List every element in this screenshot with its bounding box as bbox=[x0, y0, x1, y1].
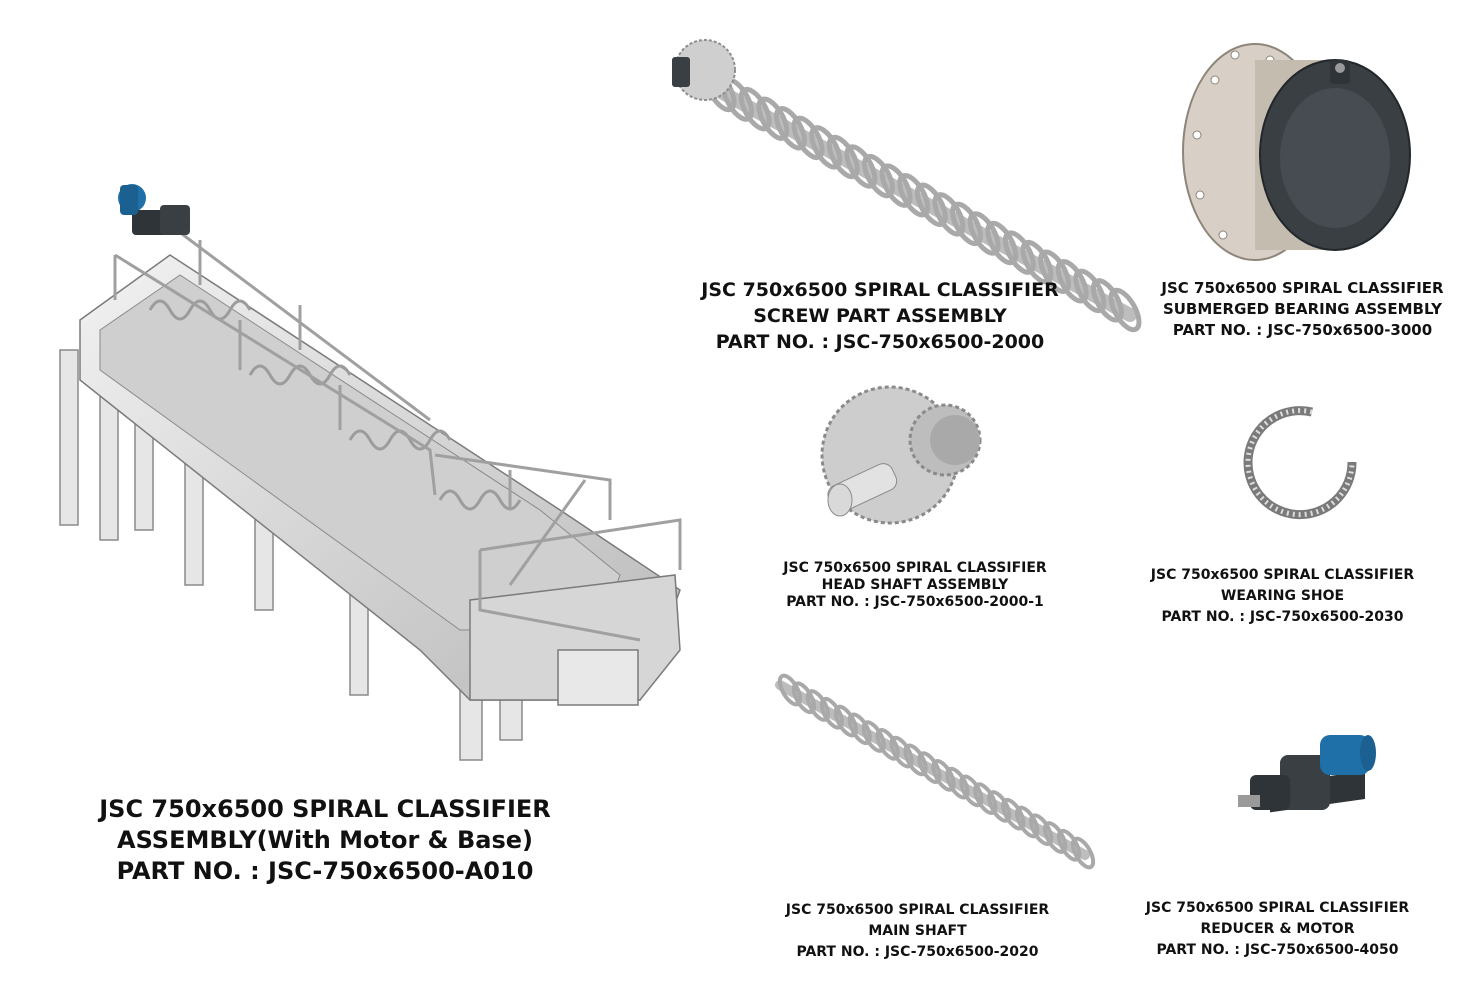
caption-line: HEAD SHAFT ASSEMBLY bbox=[821, 577, 1009, 593]
screw-assembly-caption: JSC 750x6500 SPIRAL CLASSIFIER SCREW PAR… bbox=[665, 277, 1095, 355]
caption-line: JSC 750x6500 SPIRAL CLASSIFIER bbox=[99, 795, 551, 823]
caption-part-number: PART NO. : JSC-750x6500-2000 bbox=[715, 331, 1045, 353]
caption-line: MAIN SHAFT bbox=[868, 923, 967, 939]
caption-line: JSC 750x6500 SPIRAL CLASSIFIER bbox=[1161, 279, 1444, 297]
main-shaft-caption: JSC 750x6500 SPIRAL CLASSIFIER MAIN SHAF… bbox=[750, 900, 1085, 963]
bearing-assembly-caption: JSC 750x6500 SPIRAL CLASSIFIER SUBMERGED… bbox=[1130, 278, 1475, 341]
reducer-motor-illustration bbox=[1238, 735, 1376, 813]
main-shaft-illustration bbox=[775, 673, 1096, 870]
caption-part-number: PART NO. : JSC-750x6500-A010 bbox=[116, 857, 534, 885]
head-shaft-caption: JSC 750x6500 SPIRAL CLASSIFIER HEAD SHAF… bbox=[740, 560, 1090, 611]
caption-line: REDUCER & MOTOR bbox=[1200, 921, 1355, 937]
wearing-shoe-illustration bbox=[1243, 406, 1357, 520]
wearing-shoe-caption: JSC 750x6500 SPIRAL CLASSIFIER WEARING S… bbox=[1120, 565, 1445, 628]
screw-flight bbox=[1108, 287, 1142, 333]
reducer-motor-caption: JSC 750x6500 SPIRAL CLASSIFIER REDUCER &… bbox=[1110, 898, 1445, 961]
caption-line: JSC 750x6500 SPIRAL CLASSIFIER bbox=[783, 560, 1047, 576]
caption-line: SUBMERGED BEARING ASSEMBLY bbox=[1162, 300, 1443, 318]
screw-flight bbox=[1070, 836, 1096, 870]
main-assembly-caption: JSC 750x6500 SPIRAL CLASSIFIER ASSEMBLY(… bbox=[40, 794, 610, 887]
caption-part-number: PART NO. : JSC-750x6500-4050 bbox=[1156, 942, 1399, 958]
caption-part-number: PART NO. : JSC-750x6500-2020 bbox=[796, 944, 1039, 960]
caption-line: JSC 750x6500 SPIRAL CLASSIFIER bbox=[1145, 900, 1410, 916]
caption-line: WEARING SHOE bbox=[1220, 588, 1345, 604]
caption-line: SCREW PART ASSEMBLY bbox=[753, 305, 1007, 327]
caption-line: JSC 750x6500 SPIRAL CLASSIFIER bbox=[701, 279, 1059, 301]
screw-part-assembly-illustration bbox=[672, 39, 1142, 333]
caption-line: ASSEMBLY(With Motor & Base) bbox=[117, 826, 533, 854]
head-shaft-assembly-illustration bbox=[820, 385, 982, 525]
caption-line: JSC 750x6500 SPIRAL CLASSIFIER bbox=[785, 902, 1050, 918]
spiral-classifier-assembly-illustration bbox=[59, 184, 682, 761]
submerged-bearing-assembly-illustration bbox=[1182, 43, 1411, 261]
caption-part-number: PART NO. : JSC-750x6500-2000-1 bbox=[786, 594, 1044, 610]
caption-line: JSC 750x6500 SPIRAL CLASSIFIER bbox=[1150, 567, 1415, 583]
caption-part-number: PART NO. : JSC-750x6500-2030 bbox=[1161, 609, 1404, 625]
caption-part-number: PART NO. : JSC-750x6500-3000 bbox=[1172, 321, 1433, 339]
